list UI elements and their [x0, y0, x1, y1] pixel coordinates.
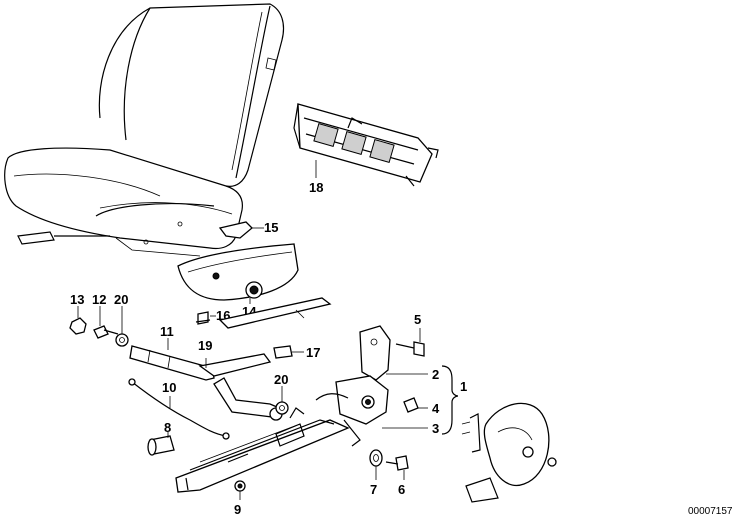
part-11-shaft [129, 345, 215, 381]
part-20-washer-upper [115, 333, 129, 347]
part-16-clip [195, 311, 211, 325]
part-19-torsion-tube [198, 353, 285, 421]
callout-17: 17 [306, 345, 320, 360]
part-8-pin [147, 435, 175, 456]
callout-19: 19 [198, 338, 212, 353]
part-5-bolt [395, 341, 425, 357]
callout-20-upper: 20 [114, 292, 128, 307]
callout-20-lower: 20 [274, 372, 288, 387]
callout-5: 5 [414, 312, 421, 327]
callout-13: 13 [70, 292, 84, 307]
callout-15: 15 [264, 220, 278, 235]
part-3-lever-plate [315, 375, 389, 447]
callout-7: 7 [370, 482, 377, 497]
seat-illustration [4, 3, 285, 257]
seat-rail [175, 407, 350, 493]
part-10-cable [128, 378, 230, 440]
callout-1: 1 [460, 379, 467, 394]
part-12-bolt [93, 325, 119, 339]
part-15-knob [218, 221, 253, 239]
trim-strip [218, 297, 332, 329]
callout-8: 8 [164, 420, 171, 435]
part-9-screw [234, 480, 246, 492]
callout-9: 9 [234, 502, 241, 517]
part-7-washer [369, 449, 383, 467]
callout-2: 2 [432, 367, 439, 382]
document-number: 00007157 [688, 506, 733, 517]
part-17-bracket [273, 345, 293, 359]
part-4-clip [403, 397, 419, 413]
group-bracket-1 [441, 365, 459, 435]
callout-4: 4 [432, 401, 440, 416]
part-2-mechanism-plate [359, 325, 391, 381]
callout-12: 12 [92, 292, 106, 307]
part-6-bolt [385, 455, 409, 471]
mechanism-cover [461, 402, 557, 503]
part-14-side-cover [177, 243, 299, 301]
callout-10: 10 [162, 380, 176, 395]
part-18-frame-bracket [293, 103, 439, 187]
callout-3: 3 [432, 421, 439, 436]
part-20-washer-lower [275, 401, 289, 415]
part-13-nut [69, 317, 87, 335]
callout-11: 11 [160, 324, 174, 339]
callout-6: 6 [398, 482, 405, 497]
callout-18: 18 [309, 180, 323, 195]
